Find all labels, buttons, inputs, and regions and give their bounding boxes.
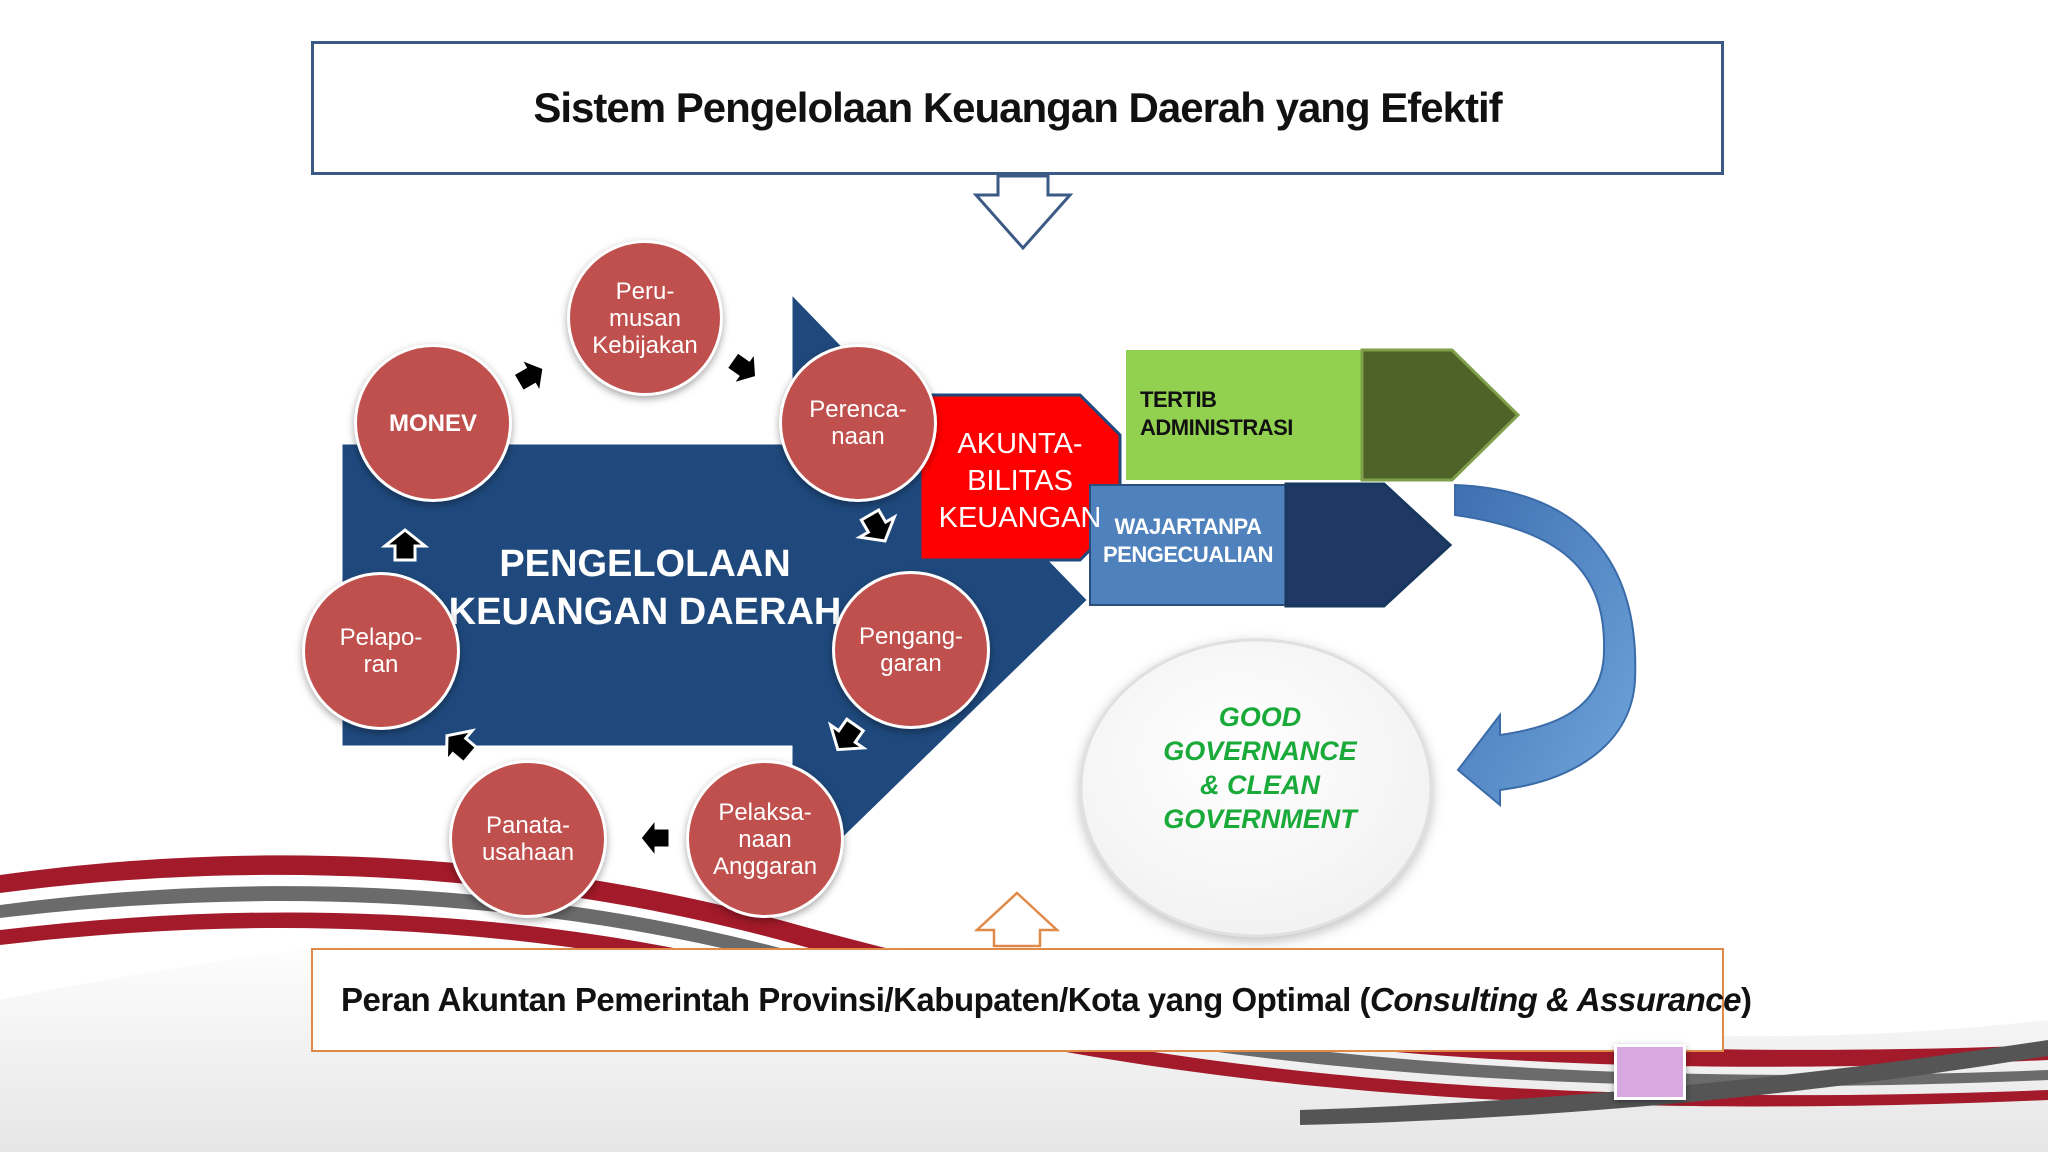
circle-label: MONEV (388, 409, 477, 437)
circle-label: Pengang- garan (858, 623, 964, 677)
circle-pelaporan: Pelapo- ran (302, 572, 460, 730)
circle-perencanaan: Perenca- naan (779, 344, 937, 502)
page-title: Sistem Pengelolaan Keuangan Daerah yang … (533, 84, 1502, 131)
arrow-icon (510, 355, 546, 398)
cycle-arrows (380, 347, 898, 863)
circle-monev: MONEV (354, 344, 512, 502)
circle-penganggaran: Pengang- garan (832, 571, 990, 729)
tertib-arrow (1126, 348, 1521, 482)
wtp-arrow (1089, 482, 1453, 608)
arrow-icon (855, 507, 898, 543)
circle-perumusan-kebijakan: Peru- musan Kebijakan (567, 240, 723, 396)
wtp-label: WAJARTANPA PENGECUALIAN (1102, 514, 1274, 567)
akuntabilitas-label: AKUNTA- BILITAS KEUANGAN (938, 428, 1102, 534)
circle-label: Pelaksa- naan Anggaran (712, 798, 818, 880)
tertib-administrasi-label: TERTIB ADMINISTRASI (1140, 387, 1293, 440)
center-label: PENGELOLAAN KEUANGAN DAERAH (448, 543, 842, 633)
arrow-icon (380, 528, 430, 562)
bottom-caption-prefix: Peran Akuntan Pemerintah Provinsi/Kabupa… (341, 981, 1370, 1018)
arrow-icon (724, 347, 759, 388)
circle-pelaksanaan-anggaran: Pelaksa- naan Anggaran (686, 760, 844, 918)
title-box: Sistem Pengelolaan Keuangan Daerah yang … (311, 41, 1724, 175)
arrow-icon (827, 717, 868, 752)
good-governance-label: GOOD GOVERNANCE & CLEAN GOVERNMENT (1163, 702, 1357, 834)
bottom-caption-italic: Consulting & Assurance (1369, 981, 1742, 1018)
arrow-icon (444, 728, 479, 766)
slide-nav-button[interactable] (1614, 1044, 1686, 1100)
curved-arrow-icon (1454, 483, 1637, 808)
bottom-box: Peran Akuntan Pemerintah Provinsi/Kabupa… (311, 948, 1752, 1052)
bottom-caption: Peran Akuntan Pemerintah Provinsi/Kabupa… (341, 981, 1752, 1019)
arrow-icon (638, 813, 672, 863)
circle-label: Pelapo- ran (339, 624, 423, 678)
circle-label: Panata- usahaan (481, 812, 575, 866)
up-arrow-icon (973, 891, 1061, 948)
good-governance-ellipse (1079, 638, 1433, 938)
down-arrow-icon (972, 174, 1074, 251)
circle-label: Perenca- naan (809, 396, 907, 450)
bottom-caption-suffix: ) (1740, 981, 1752, 1018)
circle-penatausahaan: Panata- usahaan (449, 760, 607, 918)
circle-label: Peru- musan Kebijakan (592, 277, 698, 359)
